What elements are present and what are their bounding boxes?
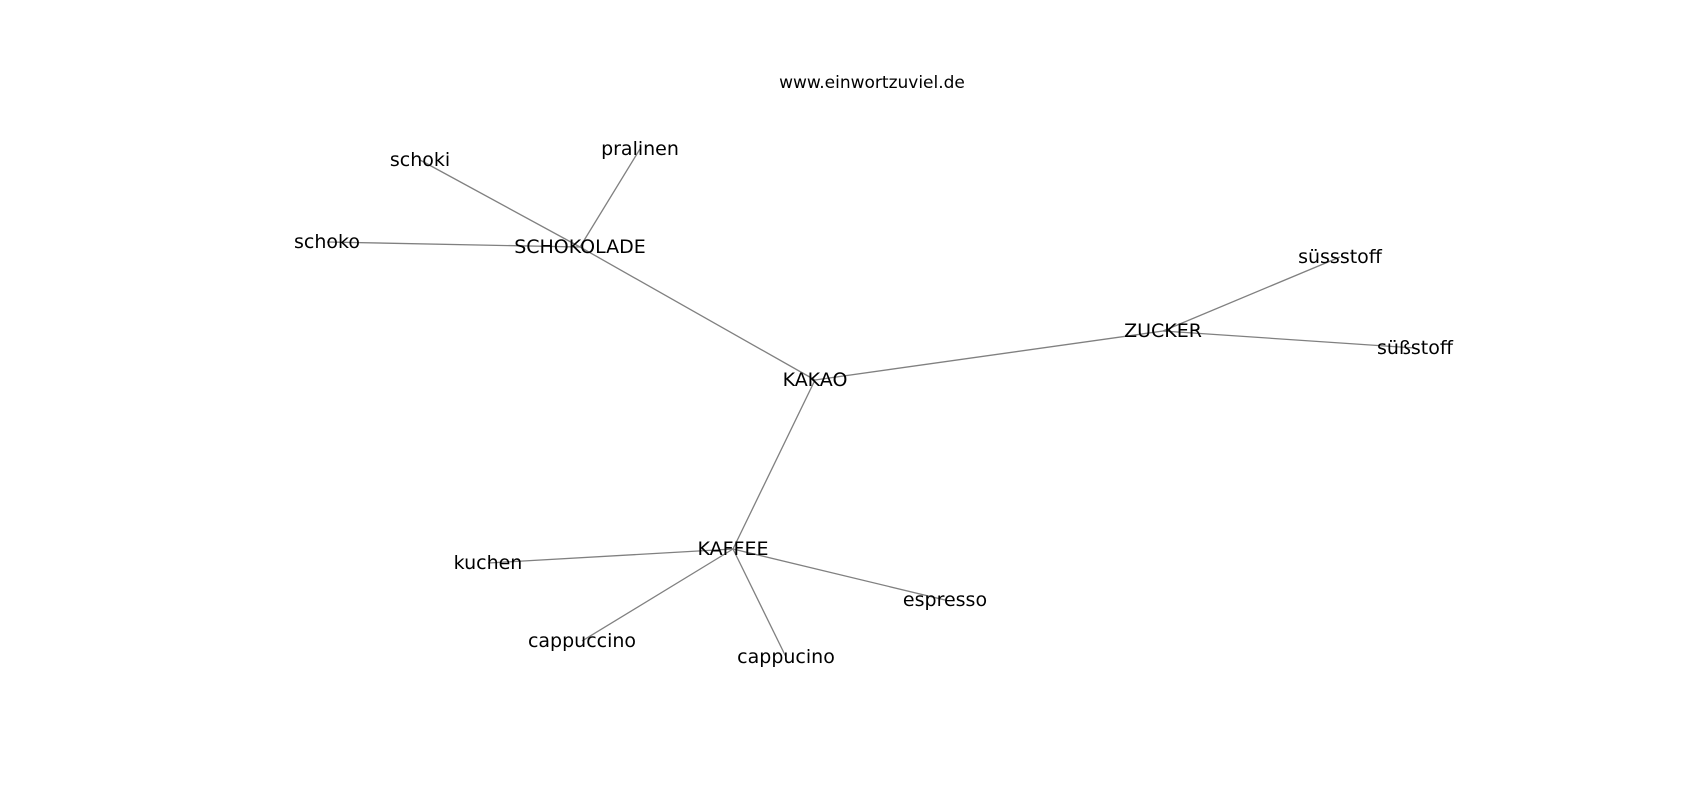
node-label-zucker: ZUCKER xyxy=(1124,320,1202,342)
node-label-schoko: schoko xyxy=(294,231,360,253)
node-label-schoki: schoki xyxy=(390,149,450,171)
node-label-espresso: espresso xyxy=(903,589,987,611)
edge-zucker-suessstoff1 xyxy=(1162,256,1341,332)
edge-kaffee-cappuccino xyxy=(581,548,734,642)
node-label-kaffee: KAFFEE xyxy=(698,538,769,560)
edges-layer xyxy=(326,148,1416,658)
edge-kakao-schokolade xyxy=(579,246,816,381)
edge-kakao-zucker xyxy=(814,330,1164,381)
edge-schokolade-schoko xyxy=(326,241,581,248)
site-title: www.einwortzuviel.de xyxy=(779,73,965,93)
node-label-cappuccino: cappuccino xyxy=(528,630,636,652)
edge-schokolade-pralinen xyxy=(579,148,641,248)
node-label-kakao: KAKAO xyxy=(783,369,848,391)
node-label-cappucino: cappucino xyxy=(737,646,835,668)
edge-kaffee-espresso xyxy=(732,548,946,601)
edge-kakao-kaffee xyxy=(732,379,816,550)
edge-kaffee-kuchen xyxy=(487,548,734,564)
node-label-suessstoff1: süssstoff xyxy=(1298,246,1383,268)
node-label-schokolade: SCHOKOLADE xyxy=(514,236,646,258)
labels-layer: KAKAO SCHOKOLADE ZUCKER KAFFEE schoki praline… xyxy=(294,138,1454,668)
node-label-pralinen: pralinen xyxy=(601,138,679,160)
node-label-suessstoff2: süßstoff xyxy=(1377,337,1454,359)
edge-schokolade-schoki xyxy=(419,159,581,248)
edge-zucker-suessstoff2 xyxy=(1162,330,1416,349)
edge-kaffee-cappucino xyxy=(732,548,787,658)
node-label-kuchen: kuchen xyxy=(454,552,523,574)
